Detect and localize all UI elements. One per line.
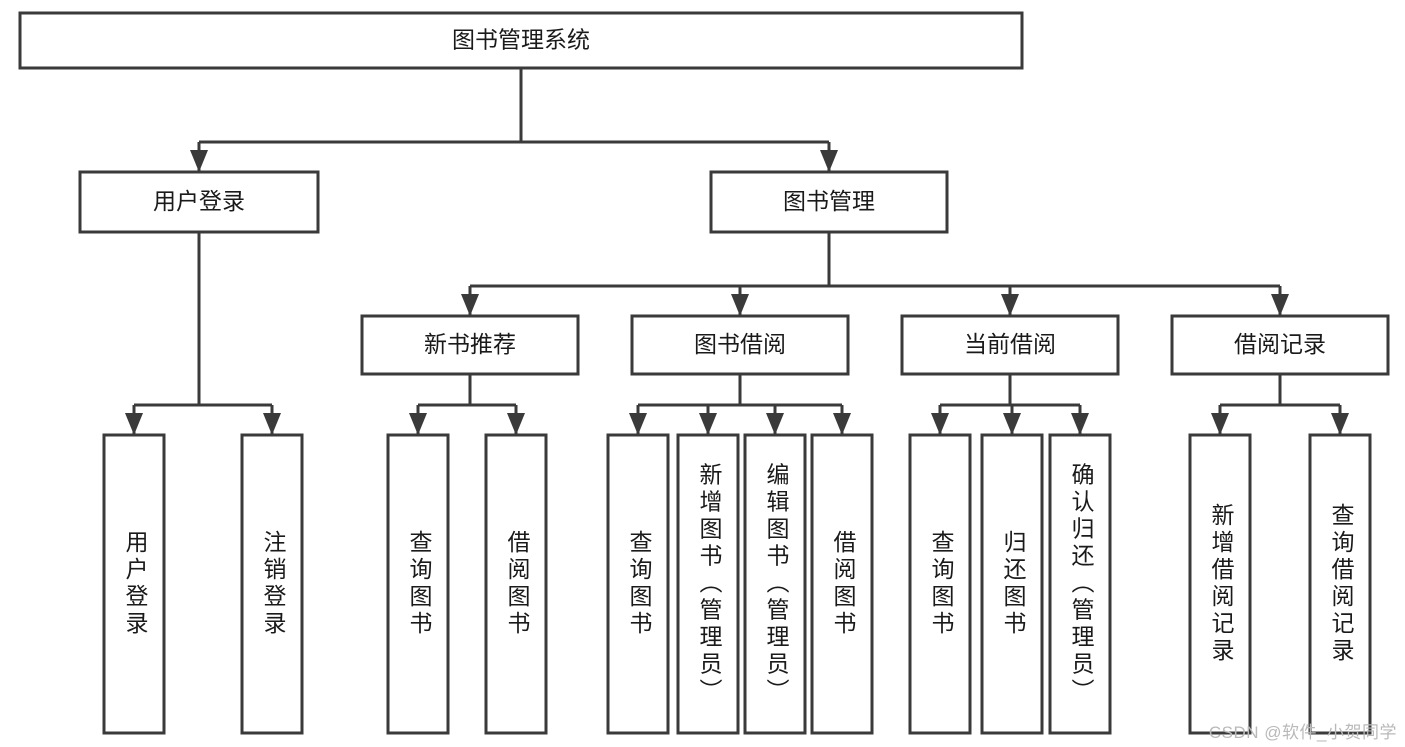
node-label-leaf-borrow-book-1: 借阅图书 (504, 530, 531, 638)
watermark-label: CSDN @软件_小贺同学 (1208, 723, 1397, 742)
node-label-book-manage: 图书管理 (783, 188, 875, 214)
node-box-new-book-recommend (360, 314, 580, 376)
edge-group-new-book-recommend (409, 374, 525, 435)
arrow-head-icon (1003, 413, 1021, 435)
connector-layer (125, 68, 1349, 435)
node-box-leaf-query-book-1 (386, 433, 450, 735)
node-label-leaf-edit-book: 编辑图书（管理员） (763, 463, 790, 706)
edge-group-user-login (125, 232, 281, 435)
arrow-head-icon (1211, 413, 1229, 435)
node-label-new-book-recommend: 新书推荐 (424, 331, 516, 357)
node-label-book-borrow: 图书借阅 (694, 331, 786, 357)
node-leaf-return-book[interactable]: 归还图书 (980, 433, 1044, 735)
node-book-manage[interactable]: 图书管理 (709, 170, 949, 234)
node-box-current-borrow (900, 314, 1120, 376)
node-box-leaf-confirm-return (1048, 433, 1112, 735)
arrow-head-icon (1331, 413, 1349, 435)
node-leaf-borrow-book-2[interactable]: 借阅图书 (810, 433, 874, 735)
arrow-head-icon (629, 413, 647, 435)
node-label-leaf-add-book: 新增图书（管理员） (696, 463, 723, 706)
node-book-borrow[interactable]: 图书借阅 (630, 314, 850, 376)
node-leaf-query-book-3[interactable]: 查询图书 (908, 433, 972, 735)
node-box-leaf-add-record (1188, 433, 1252, 735)
arrow-head-icon (190, 150, 208, 172)
node-box-leaf-borrow-book-1 (484, 433, 548, 735)
node-leaf-borrow-book-1[interactable]: 借阅图书 (484, 433, 548, 735)
arrow-head-icon (263, 413, 281, 435)
node-user-login[interactable]: 用户登录 (78, 170, 320, 234)
arrow-head-icon (766, 413, 784, 435)
node-leaf-query-record[interactable]: 查询借阅记录 (1308, 433, 1372, 735)
node-box-leaf-query-record (1308, 433, 1372, 735)
node-borrow-record[interactable]: 借阅记录 (1170, 314, 1390, 376)
node-leaf-add-record[interactable]: 新增借阅记录 (1188, 433, 1252, 735)
edge-group-book-manage (461, 232, 1289, 316)
node-label-leaf-add-record: 新增借阅记录 (1208, 503, 1235, 665)
edge-group-current-borrow (931, 374, 1089, 435)
node-leaf-add-book[interactable]: 新增图书（管理员） (676, 433, 740, 735)
node-label-leaf-query-book-1: 查询图书 (406, 530, 433, 638)
node-leaf-query-book-2[interactable]: 查询图书 (606, 433, 670, 735)
node-new-book-recommend[interactable]: 新书推荐 (360, 314, 580, 376)
arrow-head-icon (125, 413, 143, 435)
node-box-leaf-add-book (676, 433, 740, 735)
node-box-user-login (78, 170, 320, 234)
node-label-root: 图书管理系统 (452, 27, 590, 53)
arrow-head-icon (833, 413, 851, 435)
node-label-user-login: 用户登录 (153, 188, 245, 214)
node-box-leaf-user-login (102, 433, 166, 735)
node-label-leaf-query-record: 查询借阅记录 (1328, 503, 1355, 665)
arrow-head-icon (507, 413, 525, 435)
edge-group-root (190, 68, 838, 172)
node-label-leaf-confirm-return: 确认归还（管理员） (1068, 463, 1095, 706)
node-label-leaf-query-book-2: 查询图书 (626, 530, 653, 638)
node-box-leaf-edit-book (743, 433, 807, 735)
node-box-leaf-query-book-2 (606, 433, 670, 735)
node-leaf-confirm-return[interactable]: 确认归还（管理员） (1048, 433, 1112, 735)
node-box-leaf-return-book (980, 433, 1044, 735)
node-leaf-user-logout[interactable]: 注销登录 (240, 433, 304, 735)
node-label-leaf-borrow-book-2: 借阅图书 (830, 530, 857, 638)
node-box-borrow-record (1170, 314, 1390, 376)
node-box-book-manage (709, 170, 949, 234)
arrow-head-icon (1071, 413, 1089, 435)
arrow-head-icon (1271, 294, 1289, 316)
node-current-borrow[interactable]: 当前借阅 (900, 314, 1120, 376)
node-label-leaf-user-logout: 注销登录 (260, 530, 287, 638)
arrow-head-icon (409, 413, 427, 435)
node-label-leaf-user-login: 用户登录 (122, 530, 149, 638)
node-label-leaf-query-book-3: 查询图书 (928, 530, 955, 638)
node-layer: 图书管理系统用户登录图书管理新书推荐图书借阅当前借阅借阅记录用户登录注销登录查询… (18, 11, 1390, 735)
arrow-head-icon (820, 150, 838, 172)
node-box-book-borrow (630, 314, 850, 376)
node-leaf-user-login[interactable]: 用户登录 (102, 433, 166, 735)
arrow-head-icon (931, 413, 949, 435)
edge-group-borrow-record (1211, 374, 1349, 435)
node-label-borrow-record: 借阅记录 (1234, 331, 1326, 357)
node-label-leaf-return-book: 归还图书 (1000, 530, 1027, 638)
node-label-current-borrow: 当前借阅 (964, 331, 1056, 357)
edge-group-book-borrow (629, 374, 851, 435)
node-box-leaf-borrow-book-2 (810, 433, 874, 735)
arrow-head-icon (731, 294, 749, 316)
node-root[interactable]: 图书管理系统 (18, 11, 1024, 70)
arrow-head-icon (699, 413, 717, 435)
node-box-leaf-query-book-3 (908, 433, 972, 735)
arrow-head-icon (461, 294, 479, 316)
node-leaf-query-book-1[interactable]: 查询图书 (386, 433, 450, 735)
arrow-head-icon (1001, 294, 1019, 316)
node-box-root (18, 11, 1024, 70)
node-box-leaf-user-logout (240, 433, 304, 735)
node-leaf-edit-book[interactable]: 编辑图书（管理员） (743, 433, 807, 735)
